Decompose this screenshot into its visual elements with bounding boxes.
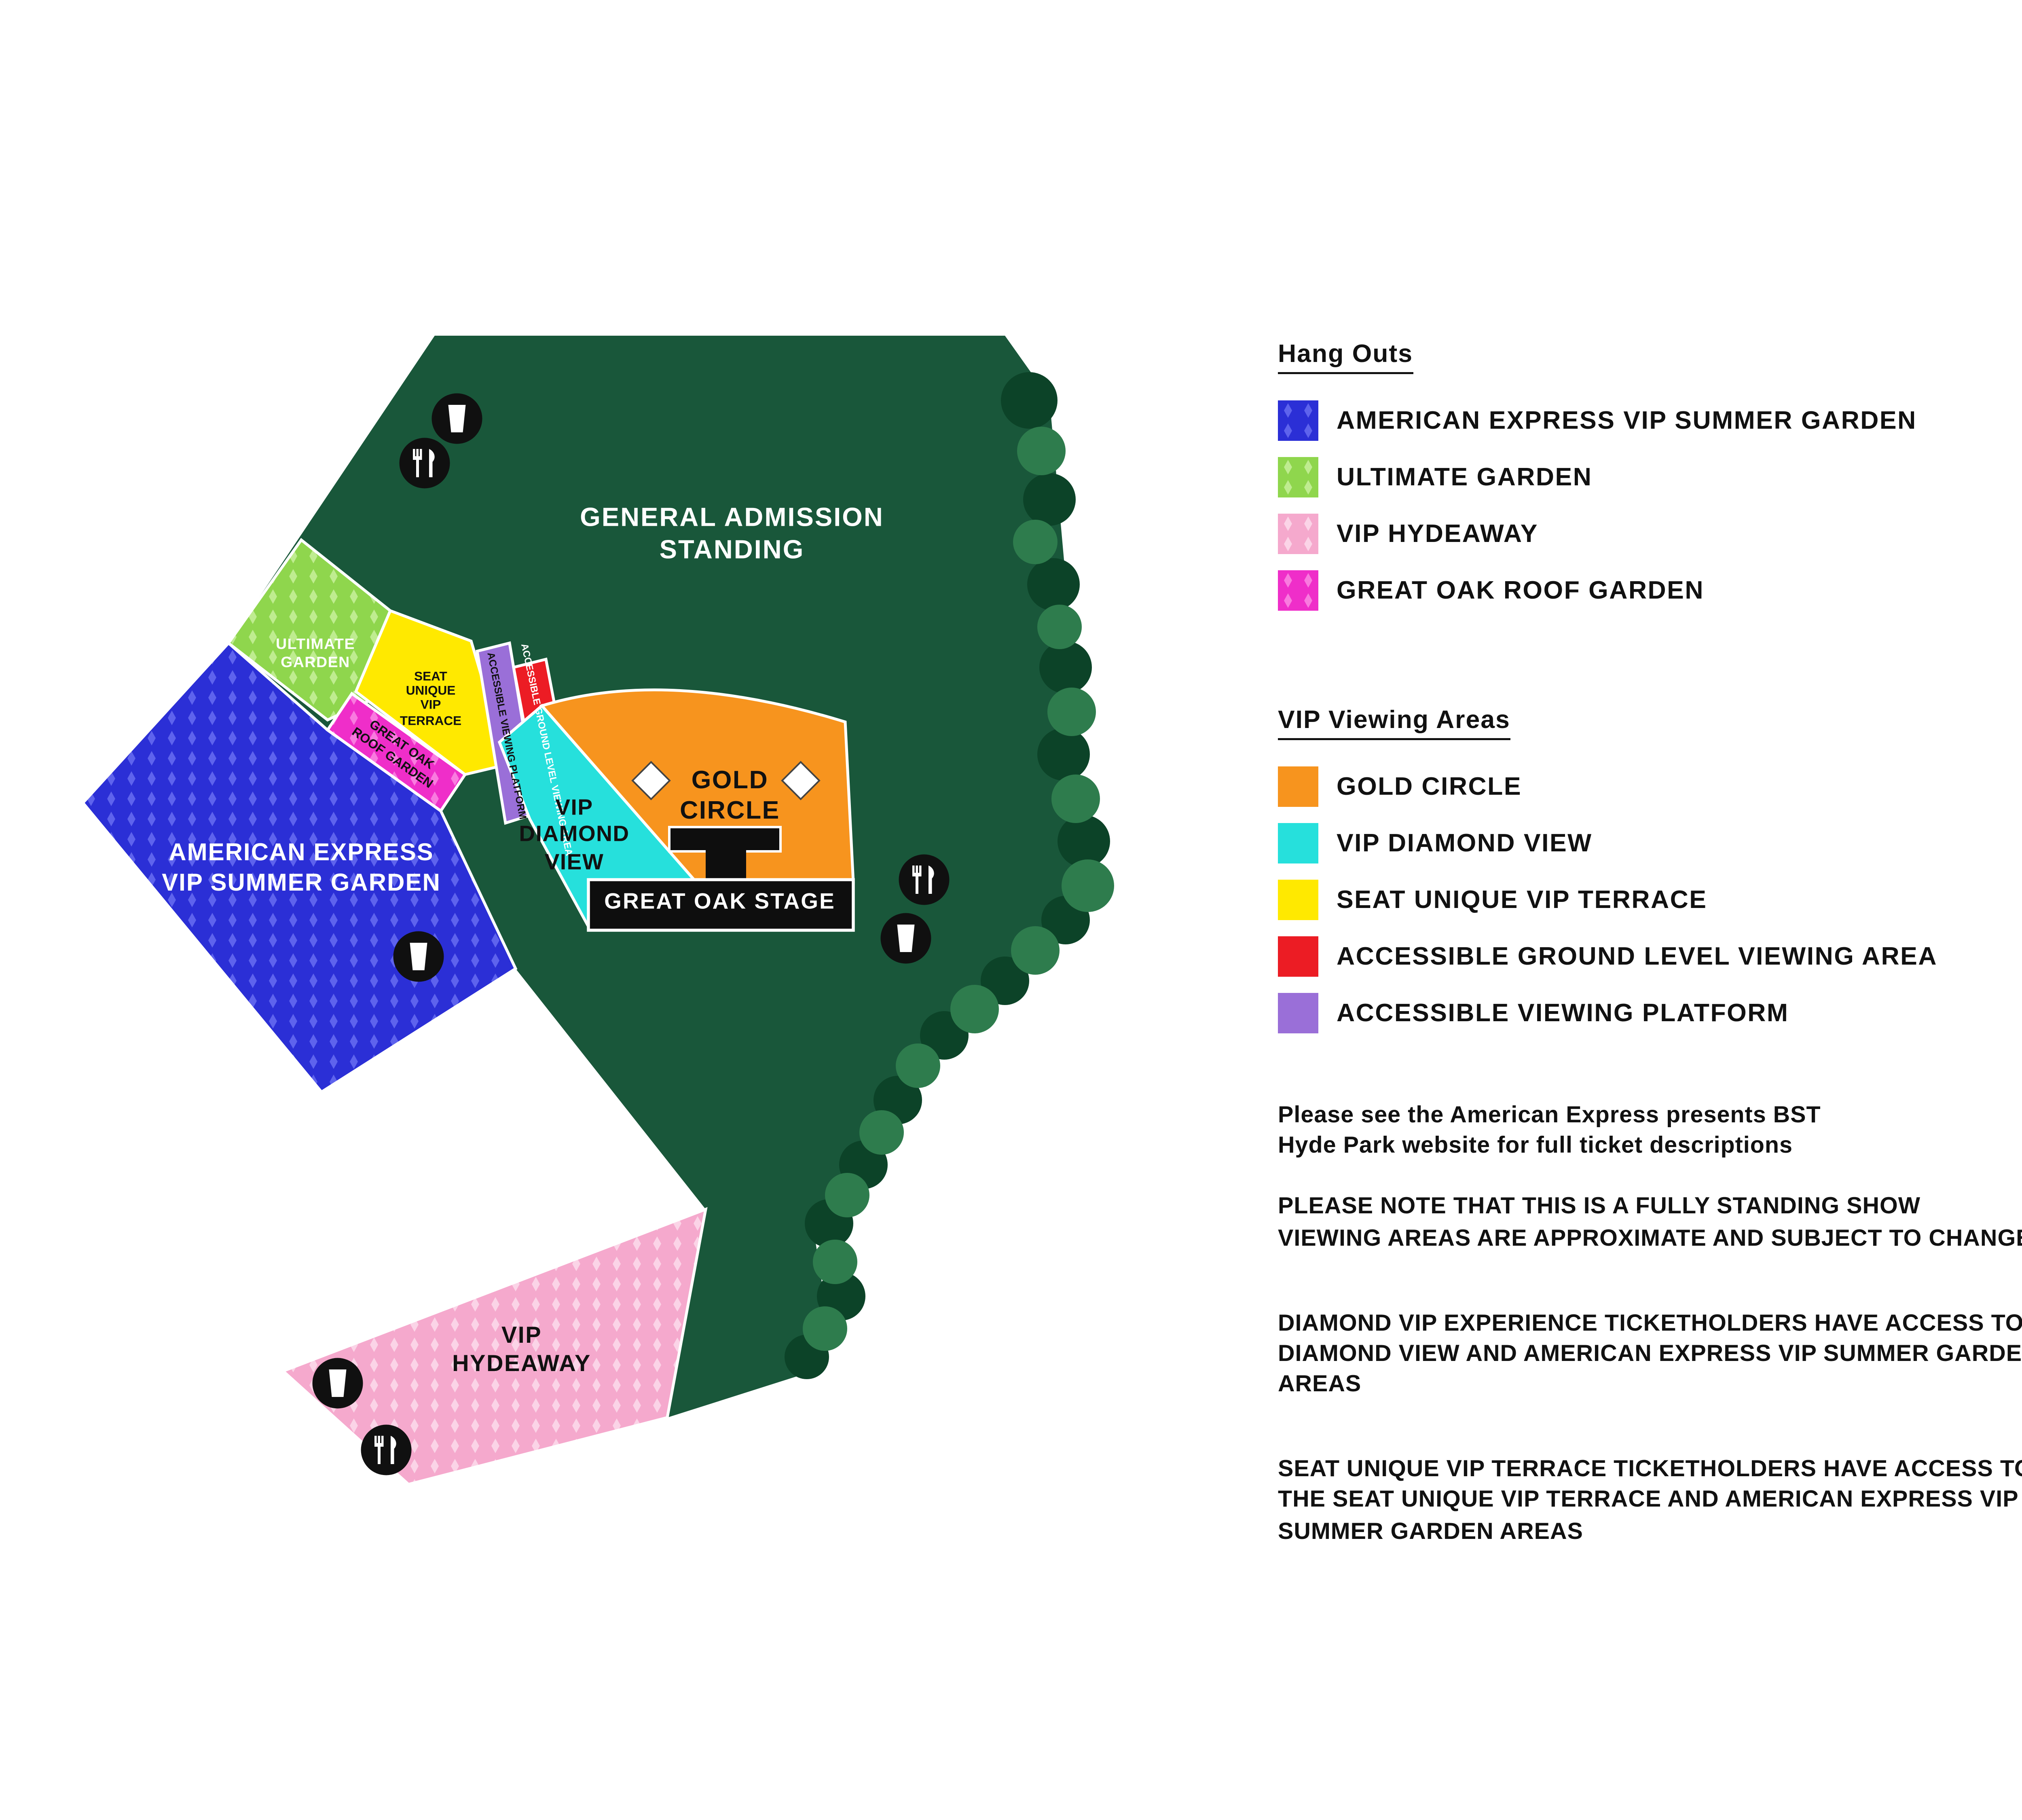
swatch-gold-circle-orange (1278, 766, 1318, 807)
legend-item-accessible-platform: ACCESSIBLE VIEWING PLATFORM (1278, 993, 2022, 1033)
label-vip-diamond-view: VIP DIAMOND VIEW (519, 796, 630, 875)
drink-icon (393, 931, 444, 982)
venue-map (83, 336, 1114, 1484)
label-ultimate-garden: ULTIMATE GARDEN (275, 635, 355, 671)
note-diamond-vip-access: DIAMOND VIP EXPERIENCE TICKETHOLDERS HAV… (1278, 1312, 2022, 1398)
drink-icon (880, 913, 931, 964)
swatch-ultimate-lime (1278, 457, 1318, 497)
swatch-accessible-ground-red (1278, 936, 1318, 977)
label-amex-vip-summer-garden: AMERICAN EXPRESS VIP SUMMER GARDEN (162, 838, 441, 896)
legend-item-ultimate-garden: ULTIMATE GARDEN (1278, 457, 2022, 497)
label-seat-unique-vip-terrace: SEAT UNIQUE VIP TERRACE (400, 670, 462, 729)
legend-item-diamond-view: VIP DIAMOND VIEW (1278, 823, 2022, 863)
legend: Hang Outs AMERICAN EXPRESS VIP SUMMER GA… (1278, 336, 2022, 1579)
label-great-oak-stage: GREAT OAK STAGE (604, 890, 835, 915)
note-seat-unique-access: SEAT UNIQUE VIP TERRACE TICKETHOLDERS HA… (1278, 1458, 2022, 1544)
label-gold-circle: GOLD CIRCLE (680, 766, 780, 825)
legend-item-amex: AMERICAN EXPRESS VIP SUMMER GARDEN (1278, 400, 2022, 441)
swatch-accessible-platform-purple (1278, 993, 1318, 1033)
legend-item-seat-unique: SEAT UNIQUE VIP TERRACE (1278, 880, 2022, 920)
label-general-admission: GENERAL ADMISSION STANDING (580, 502, 884, 564)
swatch-diamond-view-cyan (1278, 823, 1318, 863)
food-icon (399, 438, 450, 489)
tree-line-light (803, 427, 1114, 1351)
legend-heading-hangouts: Hang Outs (1278, 340, 1413, 374)
swatch-roof-garden-magenta (1278, 570, 1318, 611)
stage-thrust-neck (706, 847, 746, 884)
region-great-oak-roof-garden (326, 692, 467, 813)
drink-icon (431, 393, 482, 444)
swatch-amex-blue (1278, 400, 1318, 441)
region-seat-unique-vip-terrace (354, 609, 510, 776)
note-website: Please see the American Express presents… (1278, 1104, 1821, 1159)
great-oak-stage-box (587, 878, 855, 932)
diamond-marker-right (781, 761, 821, 800)
legend-item-roof-garden: GREAT OAK ROOF GARDEN (1278, 570, 2022, 611)
diamond-marker-left (631, 761, 671, 800)
food-icon (899, 854, 950, 905)
swatch-hydeaway-pink (1278, 514, 1318, 554)
drink-icon (312, 1358, 363, 1409)
swatch-seat-unique-yellow (1278, 880, 1318, 920)
legend-item-accessible-ground: ACCESSIBLE GROUND LEVEL VIEWING AREA (1278, 936, 2022, 977)
food-icon (361, 1424, 412, 1475)
legend-item-vip-hydeaway: VIP HYDEAWAY (1278, 514, 2022, 554)
label-vip-hydeaway: VIP HYDEAWAY (452, 1324, 591, 1377)
legend-heading-vip-viewing: VIP Viewing Areas (1278, 706, 1510, 740)
legend-item-gold-circle: GOLD CIRCLE (1278, 766, 2022, 807)
note-standing-show: PLEASE NOTE THAT THIS IS A FULLY STANDIN… (1278, 1196, 2022, 1251)
